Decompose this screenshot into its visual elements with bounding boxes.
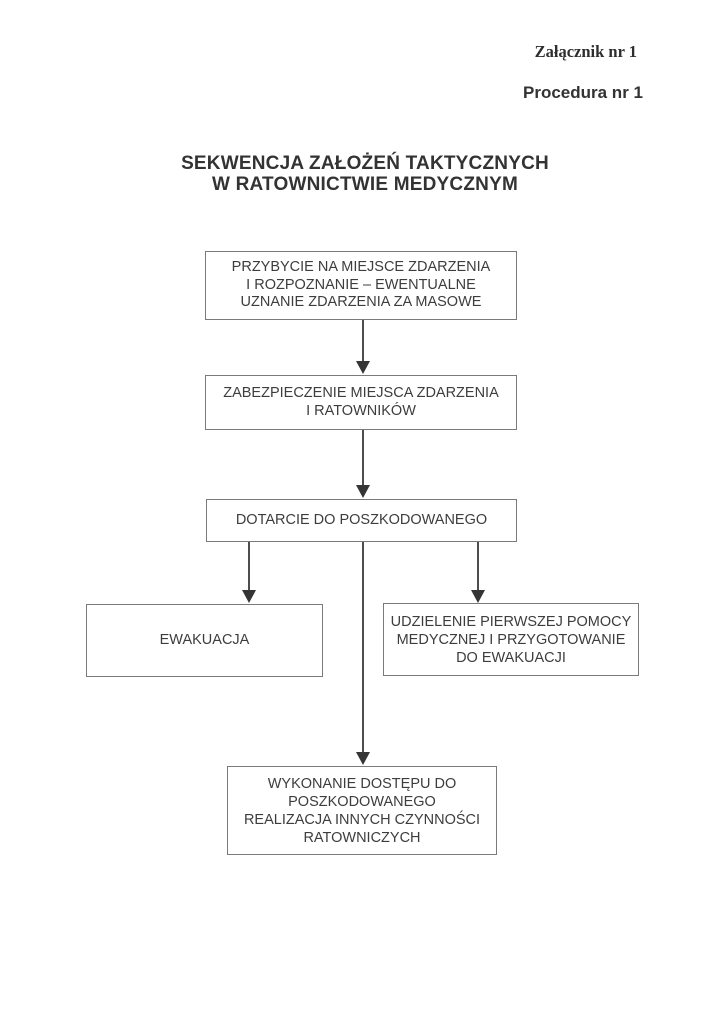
arrow-down-icon [356,361,370,374]
node-access-and-rescue-actions: WYKONANIE DOSTĘPU DO POSZKODOWANEGO REAL… [227,766,497,855]
arrow-reaching-to-evacuation-line [248,542,250,590]
arrow-down-icon [242,590,256,603]
page-title: SEKWENCJA ZAŁOŻEŃ TAKTYCZNYCH W RATOWNIC… [181,153,549,195]
node-evacuation: EWAKUACJA [86,604,323,677]
arrow-reaching-to-access-line [362,542,364,752]
node-arrival: PRZYBYCIE NA MIEJSCE ZDARZENIA I ROZPOZN… [205,251,517,320]
arrow-down-icon [356,752,370,765]
arrow-arrival-to-securing-line [362,320,364,361]
arrow-down-icon [471,590,485,603]
procedure-label: Procedura nr 1 [523,83,643,102]
node-first-aid: UDZIELENIE PIERWSZEJ POMOCY MEDYCZNEJ I … [383,603,639,676]
arrow-securing-to-reaching-line [362,430,364,485]
arrow-down-icon [356,485,370,498]
node-reaching-victim: DOTARCIE DO POSZKODOWANEGO [206,499,517,542]
node-scene-securing: ZABEZPIECZENIE MIEJSCA ZDARZENIA I RATOW… [205,375,517,430]
attachment-label: Załącznik nr 1 [534,42,637,61]
arrow-reaching-to-first-aid-line [477,542,479,590]
